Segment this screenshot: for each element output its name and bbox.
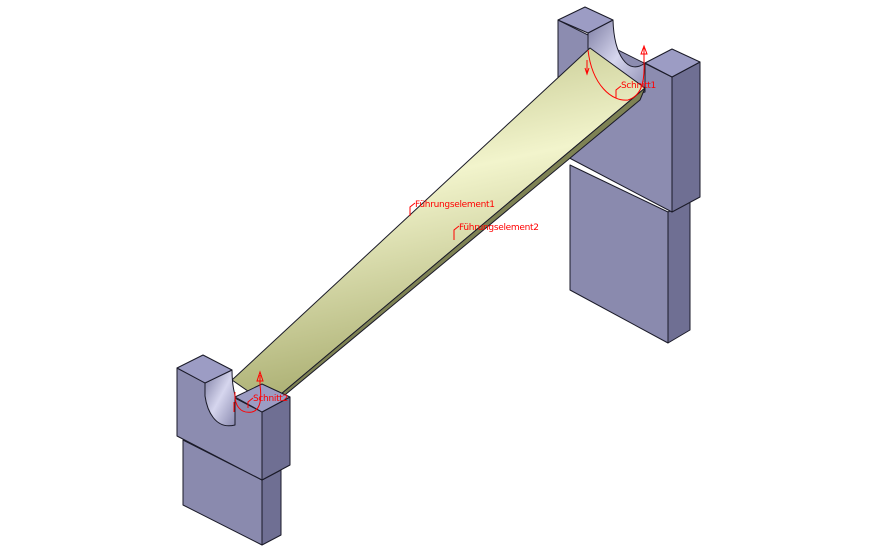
section2-curve — [234, 384, 262, 413]
right-support-lower[interactable] — [569, 164, 691, 344]
label-guide1[interactable]: Führungselement1 — [415, 200, 495, 210]
section2-leader — [247, 397, 254, 408]
guide1-leader — [409, 202, 416, 216]
guide-beam[interactable] — [231, 47, 646, 415]
section1-arrow-icon — [584, 44, 648, 76]
label-section1[interactable]: Schnitt1 — [621, 81, 656, 91]
section1-curve — [587, 49, 645, 101]
section1-leader — [615, 85, 622, 98]
left-support-upper[interactable] — [176, 354, 291, 481]
guide2-leader — [453, 225, 460, 240]
label-section2[interactable]: Schnitt2 — [253, 394, 288, 404]
label-guide2[interactable]: Führungselement2 — [459, 223, 539, 233]
section2-arrow-icon — [233, 370, 264, 412]
